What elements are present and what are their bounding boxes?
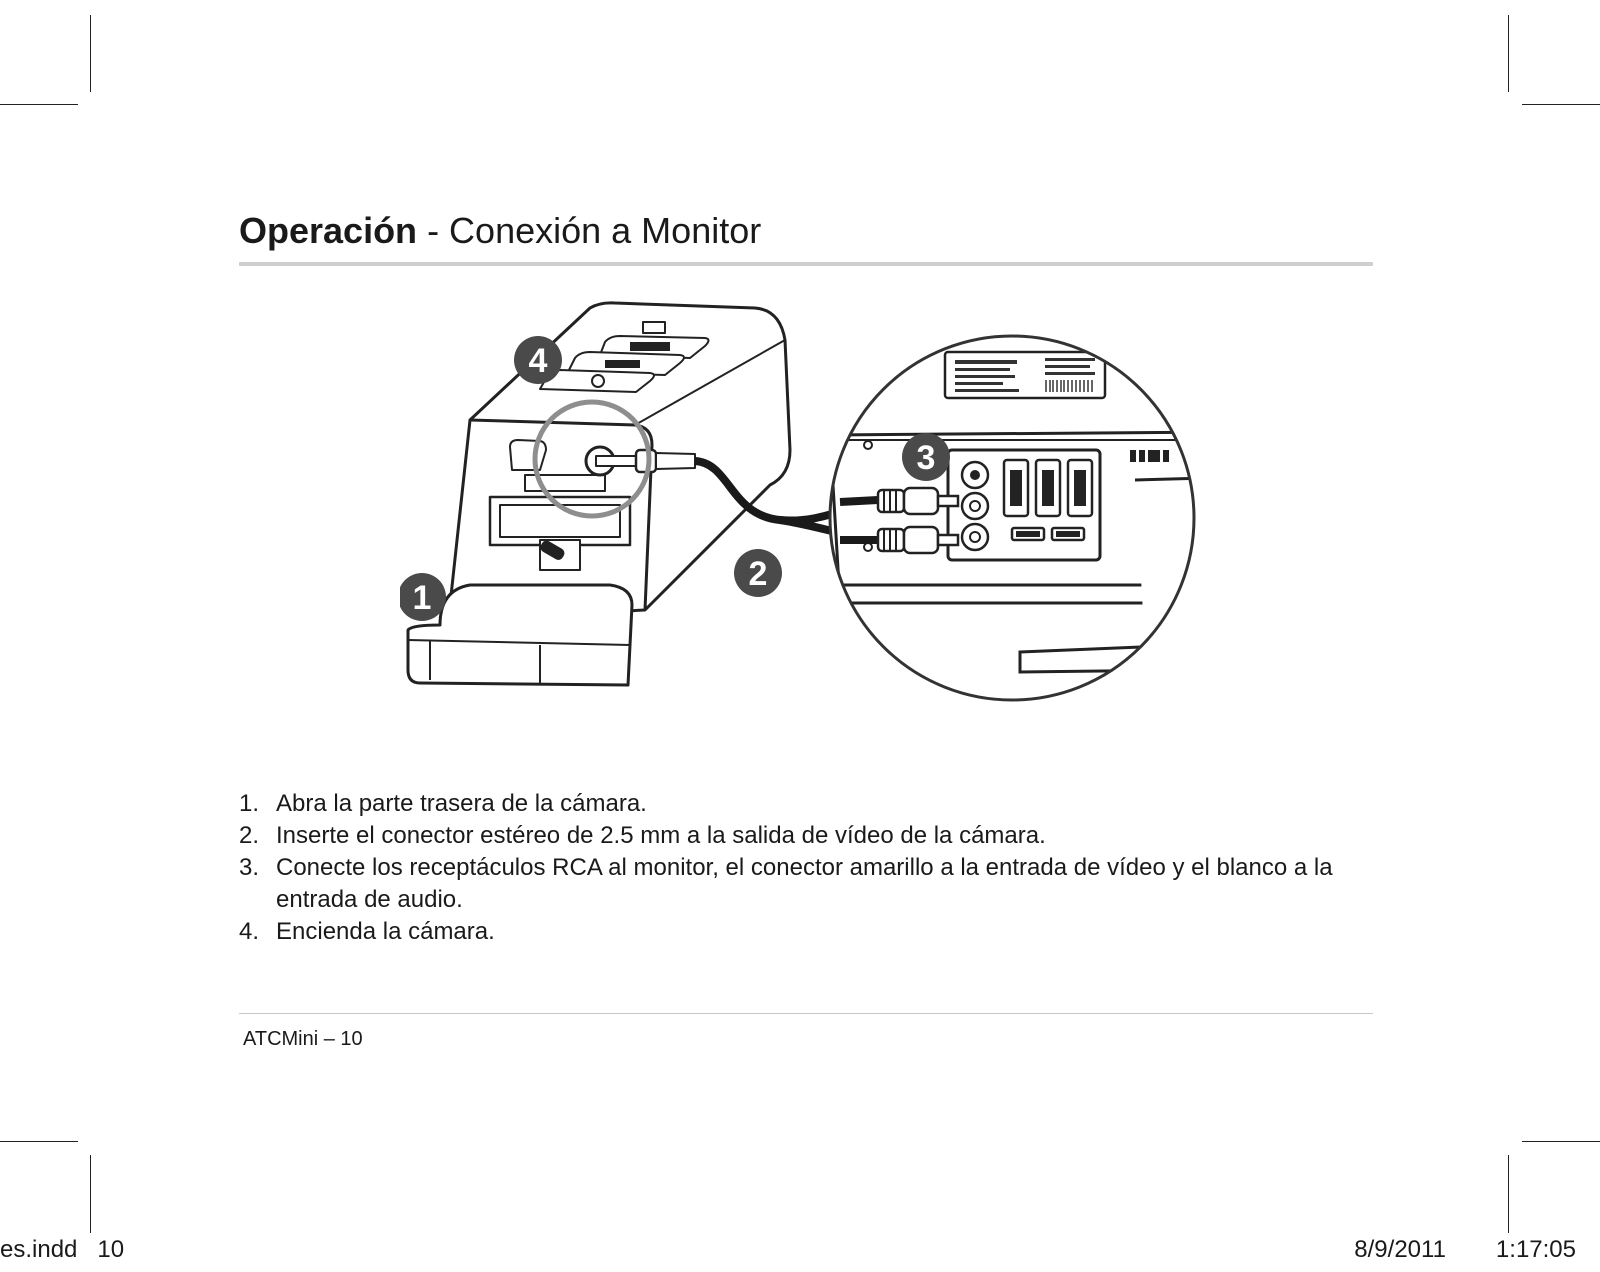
- crop-mark: [90, 1155, 91, 1233]
- callout-number: 3: [917, 439, 936, 477]
- callout-number: 4: [529, 342, 548, 380]
- callout-badge: 4: [514, 336, 562, 384]
- step-text: Encienda la cámara.: [276, 918, 495, 945]
- crop-mark: [90, 15, 91, 92]
- callout-number: 2: [749, 555, 768, 593]
- instruction-steps: 1. Abra la parte trasera de la cámara. 2.…: [239, 788, 1379, 948]
- crop-mark: [1508, 15, 1509, 92]
- instruction-step: 2. Inserte el conector estéreo de 2.5 mm …: [239, 820, 1379, 852]
- callout-number: 1: [413, 579, 432, 617]
- page-title: Operación - Conexión a Monitor: [239, 210, 761, 252]
- instruction-step: 3. Conecte los receptáculos RCA al monito…: [239, 852, 1379, 916]
- step-number: 2.: [239, 822, 260, 849]
- print-slug-date: 8/9/2011 1:17:05: [1354, 1236, 1576, 1263]
- step-number: 3.: [239, 854, 260, 881]
- page-title-bold: Operación: [239, 210, 418, 251]
- instruction-step: 4. Encienda la cámara.: [239, 916, 1379, 948]
- step-text: Abra la parte trasera de la cámara.: [276, 790, 647, 817]
- connection-illustration: 1 2 3 4: [400, 301, 1196, 702]
- print-slug-file: es.indd 10: [0, 1236, 125, 1263]
- crop-mark: [0, 1141, 78, 1142]
- instruction-step: 1. Abra la parte trasera de la cámara.: [239, 788, 1379, 820]
- page-footer: ATCMini – 10: [243, 1028, 363, 1050]
- monitor-zoom-illustration: [830, 336, 1194, 700]
- step-number: 1.: [239, 790, 260, 817]
- footer-divider: [239, 1013, 1373, 1014]
- page-title-subtitle: - Conexión a Monitor: [417, 210, 762, 251]
- callout-badge: 1: [400, 573, 446, 621]
- crop-mark: [1508, 1155, 1509, 1233]
- crop-mark: [0, 104, 78, 105]
- step-text: Conecte los receptáculos RCA al monitor,…: [276, 854, 1333, 913]
- step-number: 4.: [239, 918, 260, 945]
- crop-mark: [1522, 1141, 1600, 1142]
- crop-mark: [1522, 104, 1600, 105]
- callout-badge: 2: [734, 549, 782, 597]
- callout-badge: 3: [902, 433, 950, 481]
- title-divider: [239, 262, 1373, 266]
- step-text: Inserte el conector estéreo de 2.5 mm a …: [276, 822, 1046, 849]
- jack-highlight-ring: [532, 399, 652, 519]
